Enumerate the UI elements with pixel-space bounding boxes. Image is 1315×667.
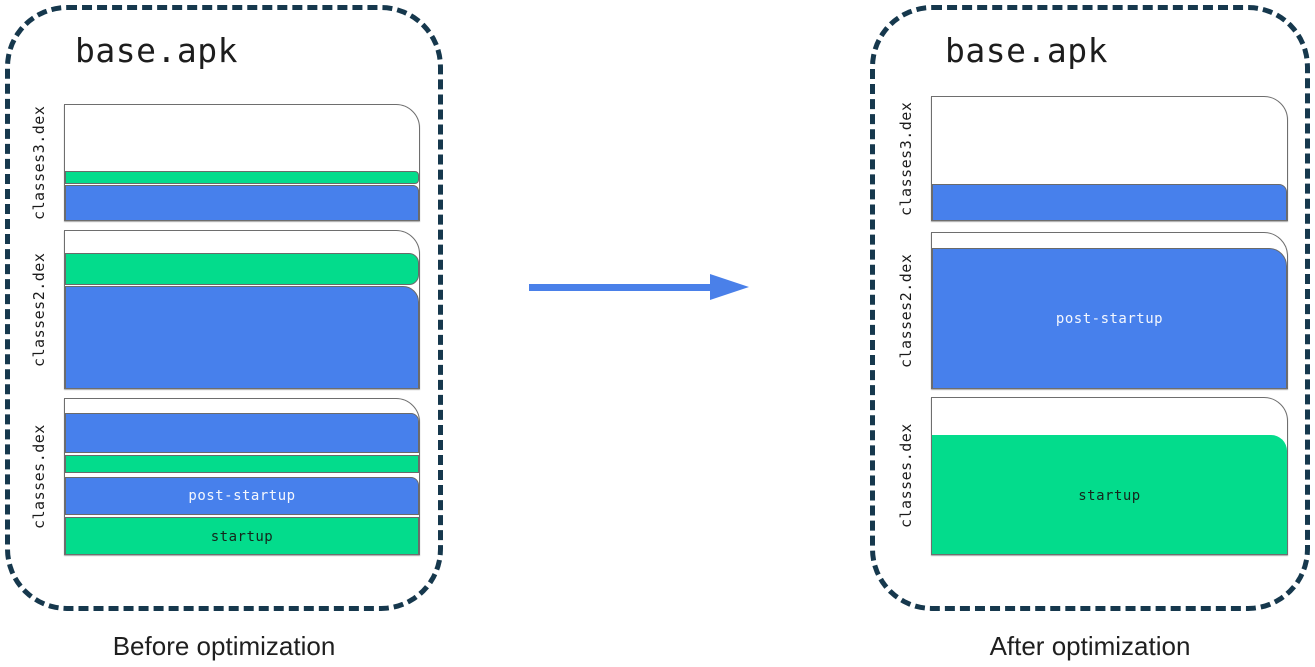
optimization-arrow-head-icon xyxy=(710,274,749,300)
apk-title-after: base.apk xyxy=(945,31,1108,70)
dex-band-green xyxy=(65,455,419,473)
dex-band-blue: post-startup xyxy=(932,248,1287,388)
dex-band-green xyxy=(65,171,419,184)
file-page xyxy=(64,104,420,221)
caption-after: After optimization xyxy=(989,631,1191,661)
apk-title-before: base.apk xyxy=(75,31,238,70)
optimization-arrow-line xyxy=(529,284,711,291)
dex-band-blue xyxy=(65,413,419,453)
file-label: classes2.dex xyxy=(897,253,915,368)
file-page: post-startup xyxy=(931,232,1288,389)
file-label: classes3.dex xyxy=(30,105,48,220)
dex-band-blue xyxy=(65,286,419,388)
file-page xyxy=(64,230,420,389)
band-label: post-startup xyxy=(1055,311,1164,327)
dex-band-green: startup xyxy=(65,517,419,554)
file-label: classes2.dex xyxy=(30,252,48,367)
band-label: post-startup xyxy=(188,488,296,504)
dex-band-green: startup xyxy=(932,435,1287,554)
apk-container-before xyxy=(5,5,443,611)
dex-band-green xyxy=(65,253,419,285)
dex-band-blue xyxy=(65,185,419,220)
file-page: startup xyxy=(931,397,1288,555)
band-label: startup xyxy=(210,528,274,545)
file-label: classes3.dex xyxy=(897,101,915,216)
dex-band-blue: post-startup xyxy=(65,477,419,515)
file-label: classes.dex xyxy=(897,423,915,529)
file-page: post-startup startup xyxy=(64,398,420,555)
dex-band-blue xyxy=(932,184,1287,220)
band-label: startup xyxy=(1078,487,1141,504)
file-label: classes.dex xyxy=(30,424,48,529)
file-page xyxy=(931,96,1288,221)
caption-before: Before optimization xyxy=(112,631,336,661)
apk-container-after xyxy=(870,5,1310,611)
